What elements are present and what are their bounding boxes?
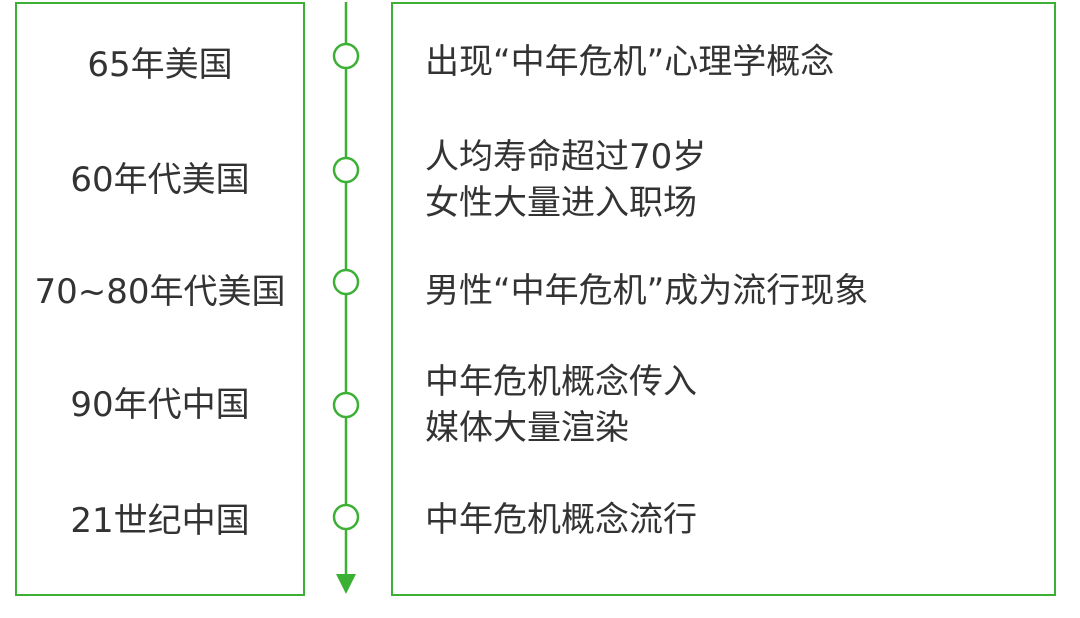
event-line: 媒体大量渲染 [425,408,629,448]
event-text: 人均寿命超过70岁 女性大量进入职场 [425,134,706,226]
timeline-node [332,42,360,70]
event-text: 出现“中年危机”心理学概念 [425,39,834,85]
era-label: 65年美国 [87,45,233,85]
event-text: 中年危机概念流行 [425,497,697,543]
era-label: 70~80年代美国 [34,272,286,312]
era-label: 21世纪中国 [70,501,250,541]
event-panel: 出现“中年危机”心理学概念 人均寿命超过70岁 女性大量进入职场 男性“中年危机… [391,2,1056,596]
timeline-node [332,391,360,419]
event-line: 女性大量进入职场 [425,183,697,223]
timeline-node [332,503,360,531]
timeline-node [332,156,360,184]
event-line: 中年危机概念流行 [425,500,697,540]
timeline-node [332,268,360,296]
timeline-arrow-icon [336,574,356,594]
event-line: 人均寿命超过70岁 [425,137,707,177]
era-label: 90年代中国 [70,385,250,425]
event-text: 男性“中年危机”成为流行现象 [425,268,868,314]
event-text: 中年危机概念传入 媒体大量渲染 [425,359,697,451]
event-line: 男性“中年危机”成为流行现象 [425,271,869,311]
event-line: 中年危机概念传入 [425,362,697,402]
era-label: 60年代美国 [70,160,250,200]
era-panel: 65年美国 60年代美国 70~80年代美国 90年代中国 21世纪中国 [15,2,305,596]
event-line: 出现“中年危机”心理学概念 [425,42,835,82]
